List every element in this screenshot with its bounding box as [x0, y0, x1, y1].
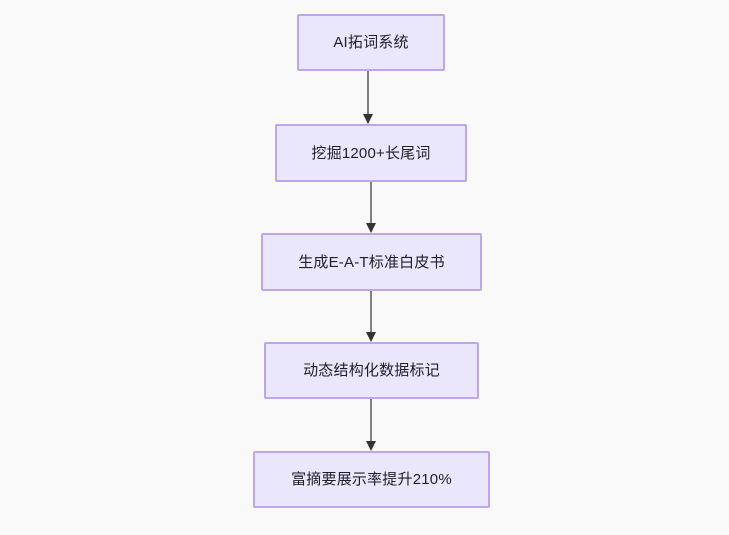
- edge-node1-to-node2: [363, 71, 373, 124]
- arrowhead-icon: [366, 441, 376, 451]
- flow-node-label: 挖掘1200+长尾词: [311, 144, 431, 162]
- arrowhead-icon: [366, 223, 376, 233]
- edge-node3-to-node4: [366, 291, 376, 342]
- flow-node-rich-snippet-impression-lift[interactable]: 富摘要展示率提升210%: [253, 451, 490, 508]
- flow-node-label: 富摘要展示率提升210%: [291, 471, 452, 488]
- flow-node-mine-longtail-keywords[interactable]: 挖掘1200+长尾词: [275, 124, 467, 182]
- arrowhead-icon: [366, 332, 376, 342]
- flow-node-label: 动态结构化数据标记: [303, 362, 440, 379]
- flow-node-label: AI拓词系统: [333, 34, 409, 51]
- flow-node-dynamic-structured-data-markup[interactable]: 动态结构化数据标记: [264, 342, 479, 399]
- edge-node4-to-node5: [366, 399, 376, 451]
- flow-node-label: 生成E-A-T标准白皮书: [298, 253, 445, 271]
- flow-node-generate-eat-whitepaper[interactable]: 生成E-A-T标准白皮书: [261, 233, 482, 291]
- flow-node-ai-keyword-system[interactable]: AI拓词系统: [297, 14, 445, 71]
- arrowhead-icon: [363, 114, 373, 124]
- edge-node2-to-node3: [366, 182, 376, 233]
